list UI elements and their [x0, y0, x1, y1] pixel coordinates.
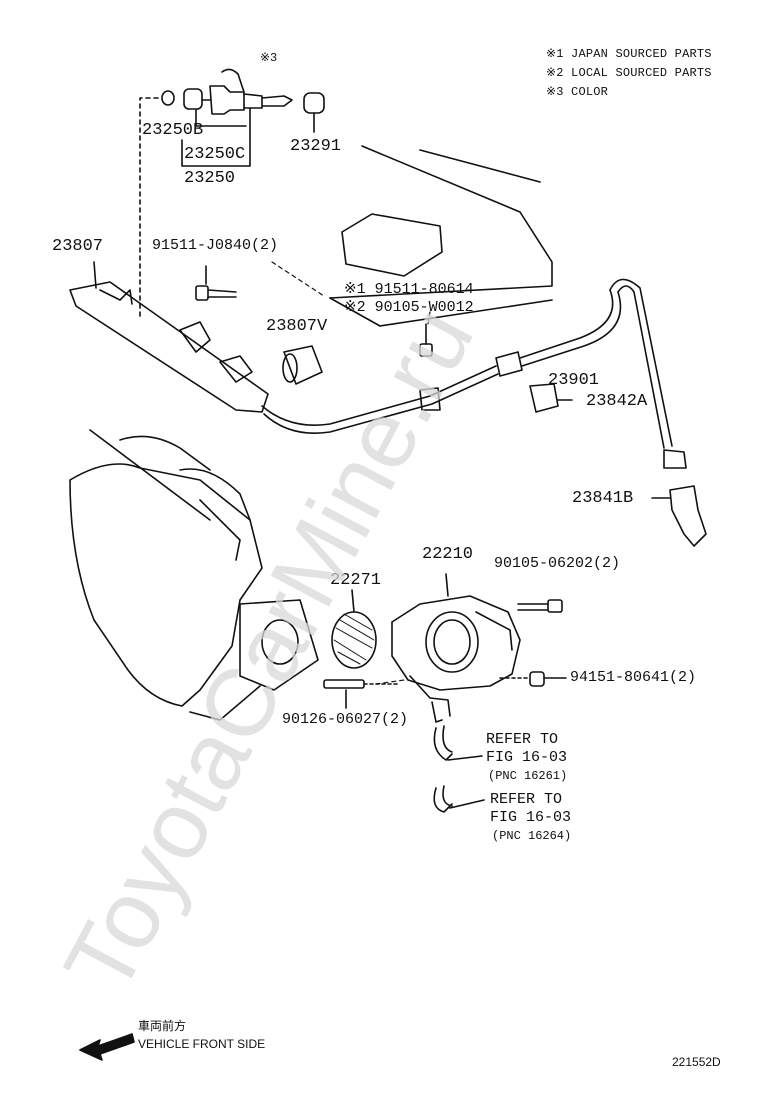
label-94151-80641[interactable]: 94151-80641(2): [570, 669, 697, 686]
label-23807[interactable]: 23807: [52, 237, 104, 256]
direction-en: VEHICLE FRONT SIDE: [138, 1037, 266, 1051]
front-arrow: [79, 1033, 135, 1061]
injector-assembly: [139, 68, 325, 317]
label-23250b[interactable]: 23250B: [142, 121, 204, 140]
refer-1-line3[interactable]: (PNC 16261): [488, 769, 568, 783]
refer-2-line1: REFER TO: [490, 791, 563, 808]
color-mark: ※3: [260, 51, 278, 65]
label-23807v[interactable]: 23807V: [266, 317, 328, 336]
label-91511-80614[interactable]: ※1 91511-80614: [344, 281, 474, 298]
connector-23841b: [651, 485, 707, 547]
throttle-body: [323, 573, 567, 723]
label-23901[interactable]: 23901: [548, 371, 600, 390]
clip-23842a: [529, 383, 573, 413]
label-23841b[interactable]: 23841B: [572, 489, 634, 508]
gasket: [331, 589, 377, 669]
label-22210[interactable]: 22210: [422, 545, 474, 564]
fuel-pipe: [261, 278, 687, 469]
direction-jp: 車両前方: [138, 1019, 187, 1033]
label-22271[interactable]: 22271: [330, 571, 382, 590]
label-91511-j0840[interactable]: 91511-J0840(2): [152, 237, 279, 254]
note-local-sourced: ※2 LOCAL SOURCED PARTS: [546, 66, 712, 80]
refer-2-line2: FIG 16-03: [490, 809, 572, 826]
note-color: ※3 COLOR: [546, 85, 609, 99]
intake-manifold: [69, 429, 319, 721]
refer-1-line1: REFER TO: [486, 731, 559, 748]
label-23291[interactable]: 23291: [290, 137, 342, 156]
head-bolt: [419, 323, 433, 357]
label-23250[interactable]: 23250: [184, 169, 236, 188]
engine-head-outline: [329, 145, 553, 327]
refer-2-line3[interactable]: (PNC 16264): [492, 829, 572, 843]
fuel-rail: [69, 261, 269, 413]
rail-spacer: [282, 345, 323, 385]
figure-id: 221552D: [672, 1055, 721, 1069]
guide-lines: [139, 261, 431, 685]
refer-1-line2: FIG 16-03: [486, 749, 568, 766]
note-japan-sourced: ※1 JAPAN SOURCED PARTS: [546, 47, 712, 61]
label-23842a[interactable]: 23842A: [586, 392, 648, 411]
label-23250c[interactable]: 23250C: [184, 145, 246, 164]
rail-bolt: [195, 265, 237, 301]
label-90105-06202[interactable]: 90105-06202(2): [494, 555, 621, 572]
hoses: [433, 725, 485, 813]
label-90126-06027[interactable]: 90126-06027(2): [282, 711, 409, 728]
label-90105-w0012[interactable]: ※2 90105-W0012: [344, 299, 474, 316]
